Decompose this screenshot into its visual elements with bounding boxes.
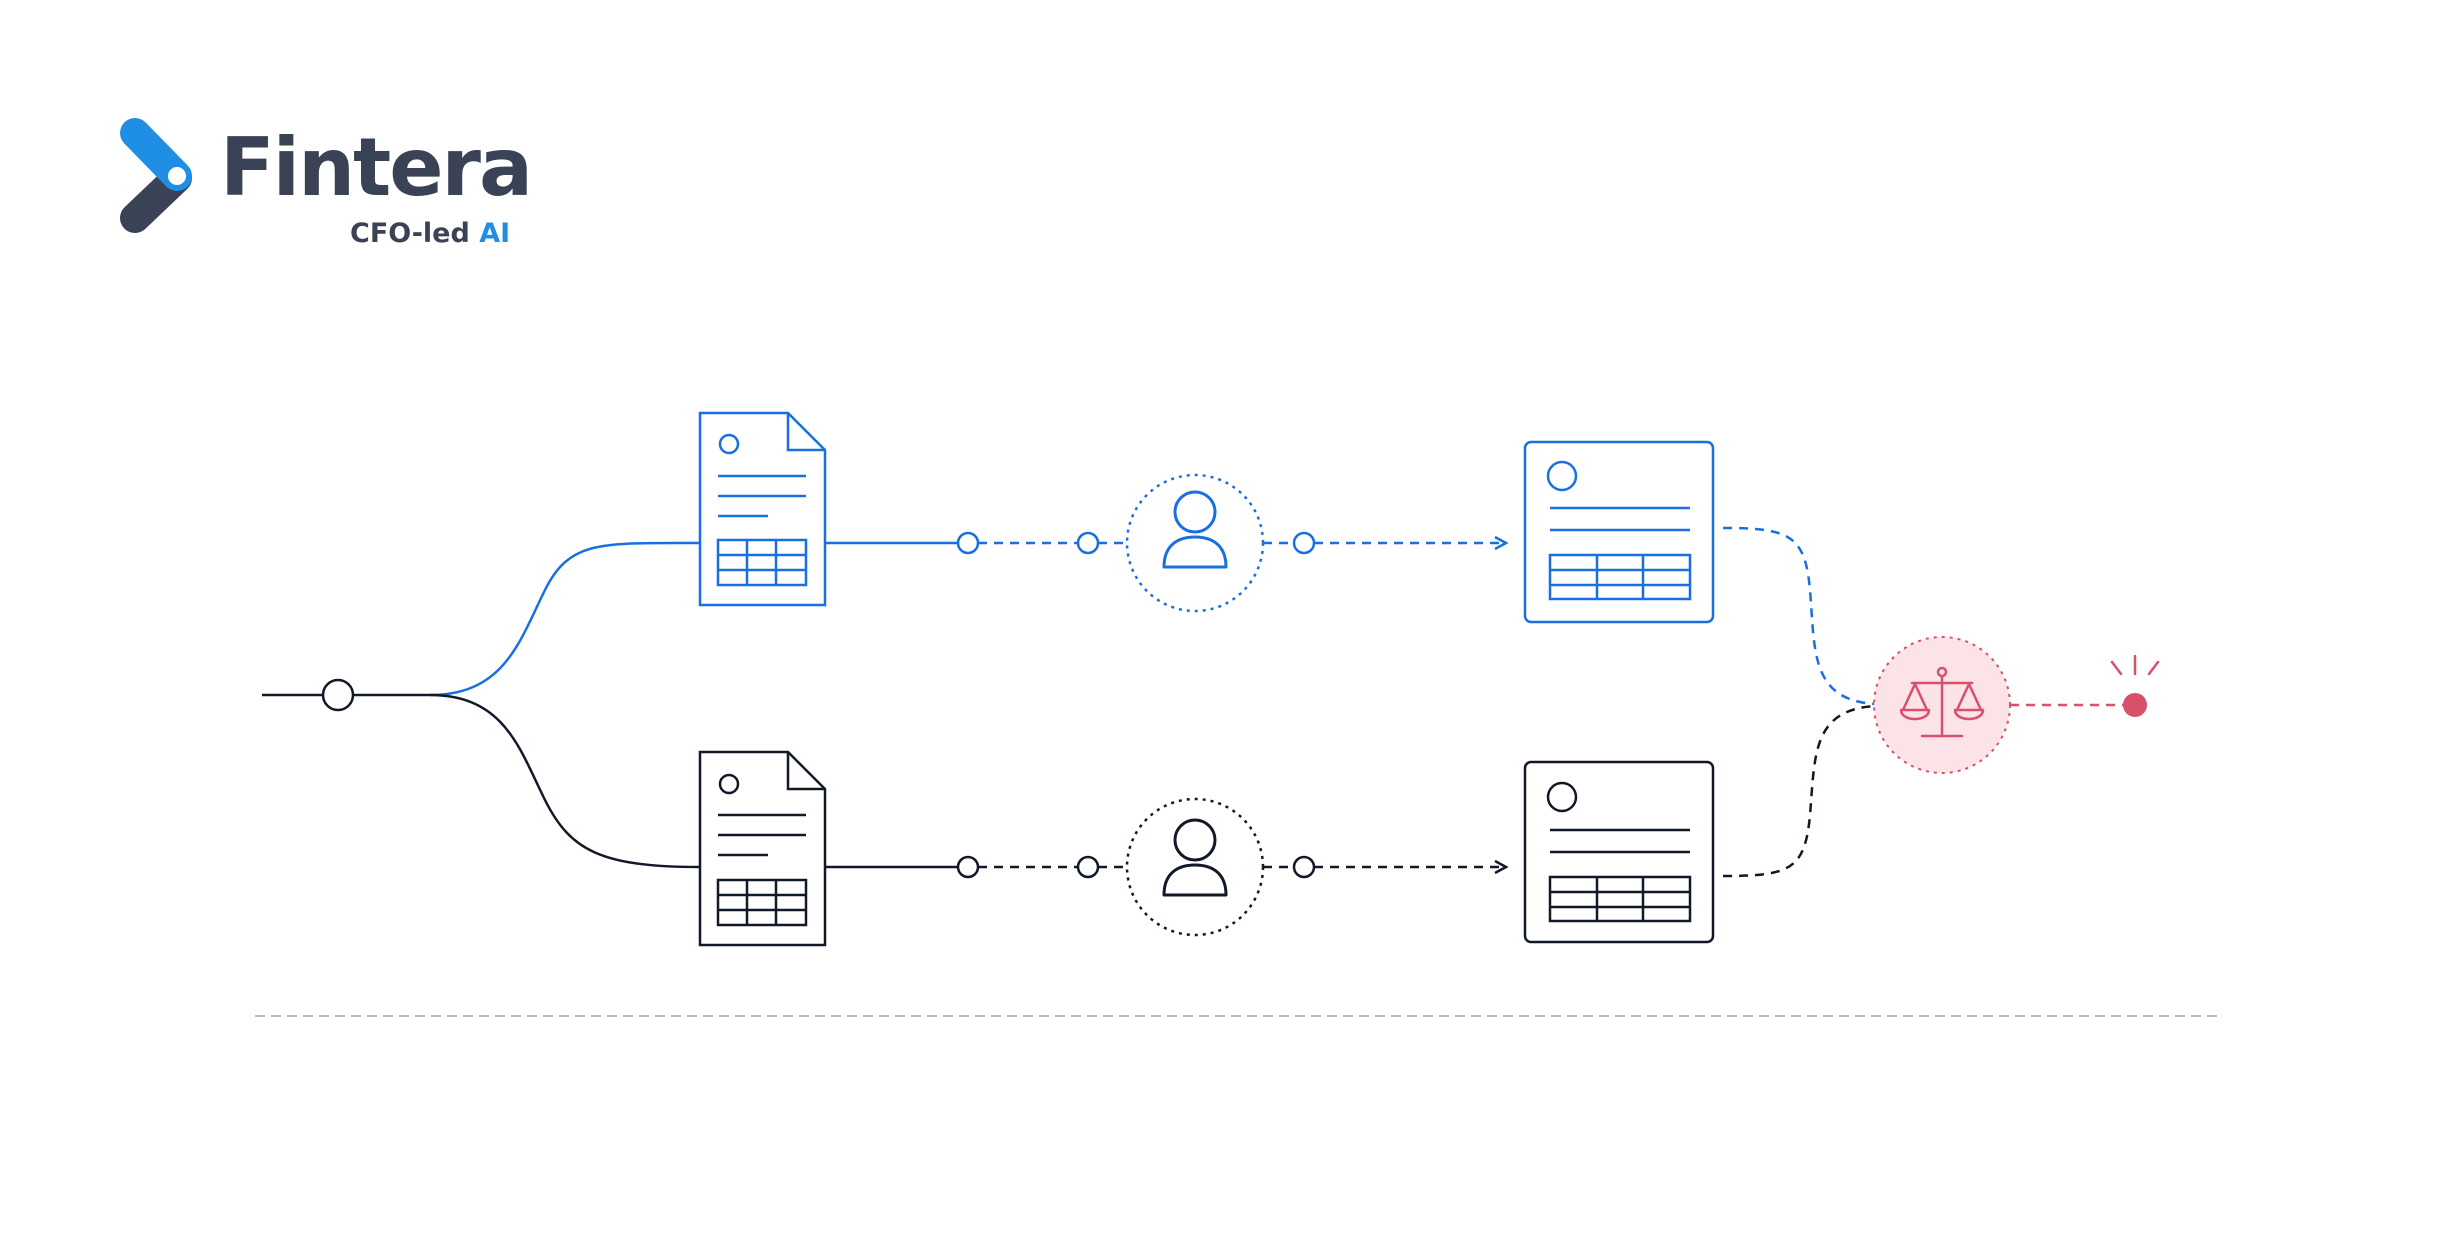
brand-logo: Fintera CFO-led AI bbox=[120, 118, 540, 258]
flow-node bbox=[956, 855, 980, 879]
flow-node bbox=[1076, 531, 1100, 555]
flow-node bbox=[1292, 531, 1316, 555]
brand-tagline-accent: AI bbox=[479, 218, 511, 249]
merge-curve-top bbox=[1722, 526, 1876, 706]
branch-curve-top bbox=[429, 541, 701, 697]
document-icon bbox=[698, 750, 827, 947]
record-card-icon bbox=[1523, 440, 1715, 624]
flow-node bbox=[1292, 855, 1316, 879]
input-node bbox=[321, 678, 355, 712]
brand-tagline: CFO-led AI bbox=[350, 218, 510, 249]
flow-node bbox=[1076, 855, 1100, 879]
input-connector bbox=[262, 678, 430, 712]
person-icon bbox=[1125, 473, 1265, 613]
document-icon bbox=[698, 411, 827, 607]
person-icon bbox=[1125, 797, 1265, 937]
brand-tagline-prefix: CFO-led bbox=[350, 218, 480, 249]
scales-icon bbox=[1873, 636, 2011, 774]
record-card-icon bbox=[1523, 760, 1715, 944]
alert-dot-icon bbox=[2110, 654, 2160, 717]
brand-mark-icon bbox=[120, 118, 192, 233]
flow-node bbox=[956, 531, 980, 555]
merge-curve-bottom bbox=[1722, 704, 1876, 878]
brand-name: Fintera bbox=[220, 121, 533, 214]
branch-curve-bottom bbox=[429, 693, 701, 869]
